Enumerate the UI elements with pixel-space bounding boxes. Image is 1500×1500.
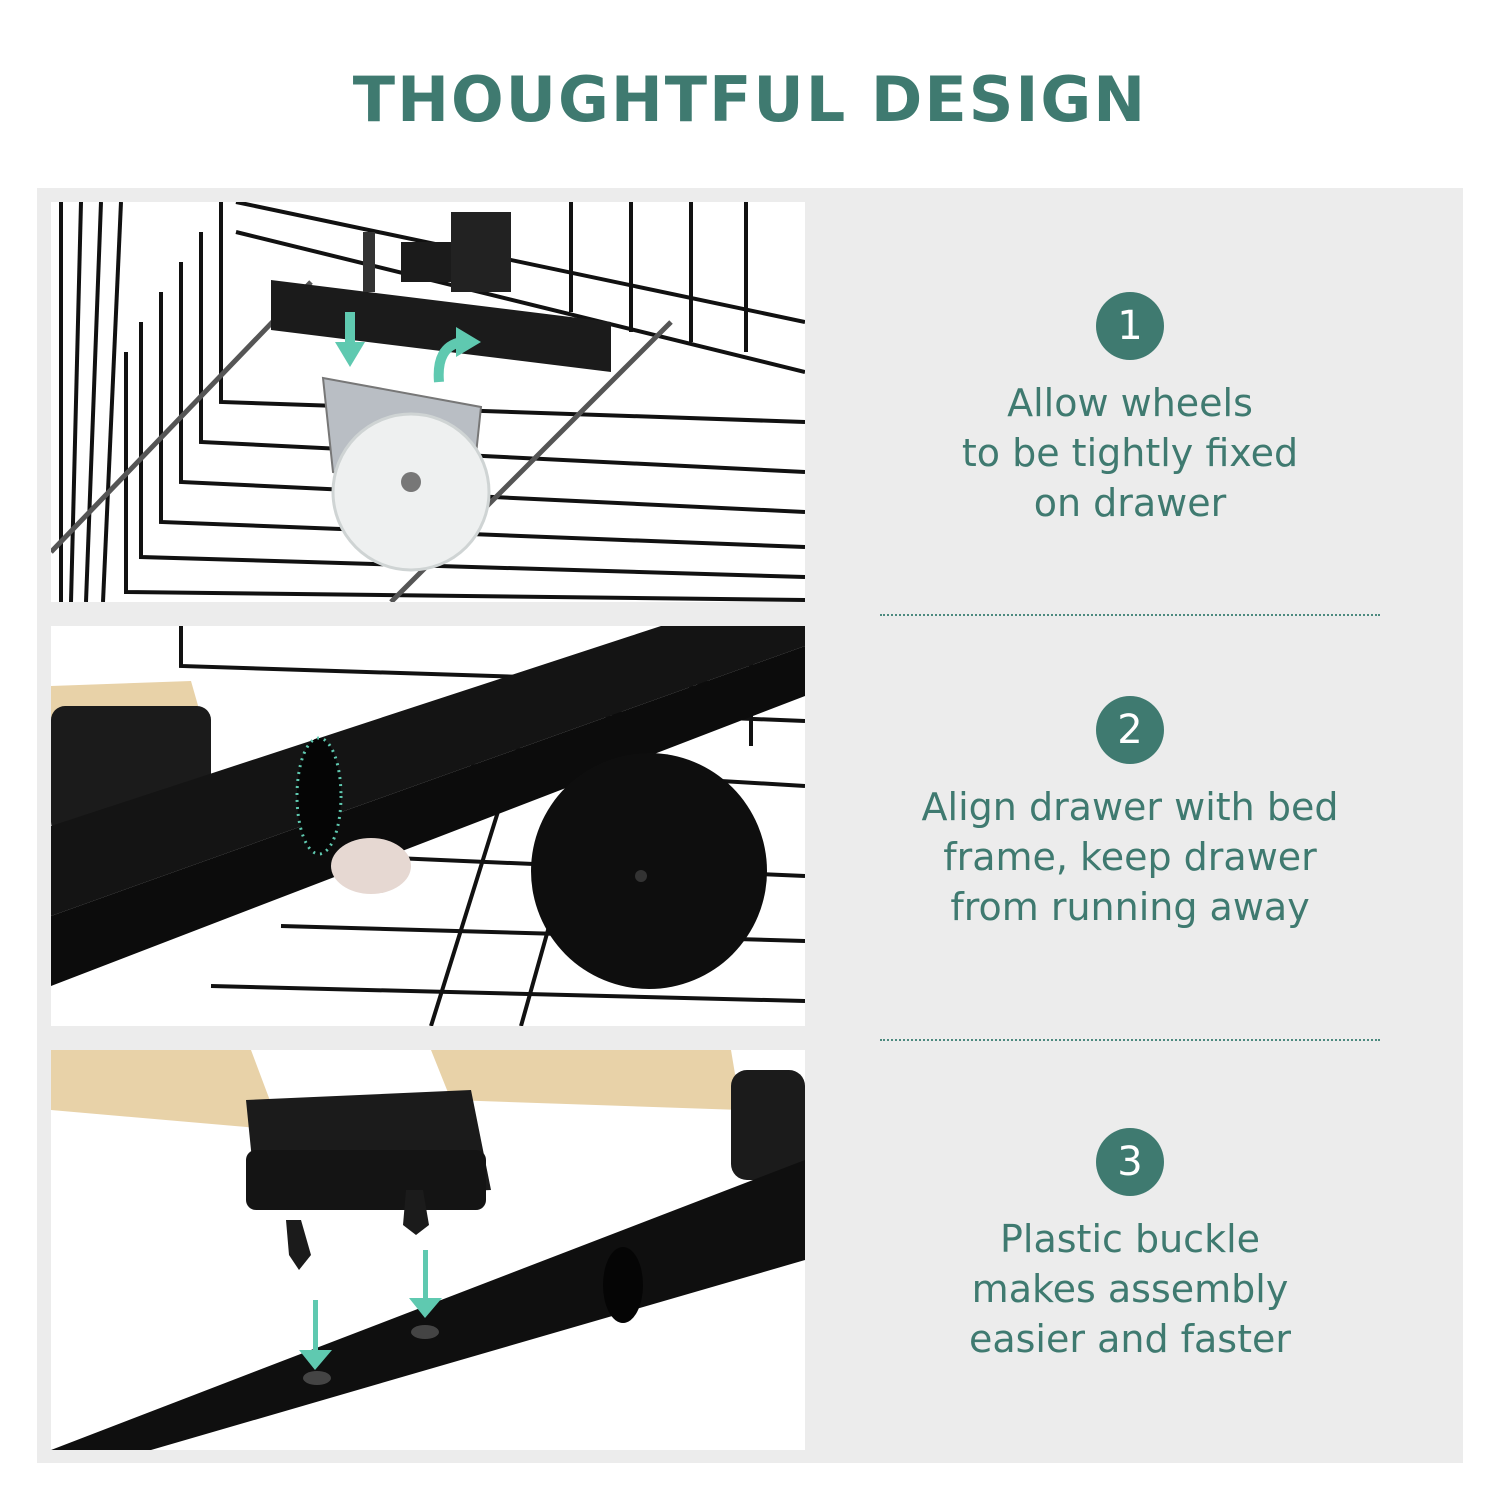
- alignment-hole: [295, 736, 343, 856]
- arrow-down-icon: [335, 312, 365, 367]
- feature-text-2: Align drawer with bed frame, keep drawer…: [921, 785, 1339, 929]
- feature-2: 2 Align drawer with bed frame, keep draw…: [880, 696, 1380, 932]
- zoom-circle: [531, 753, 767, 989]
- dotted-divider: [880, 614, 1380, 616]
- alignment-photo: [51, 626, 805, 1026]
- slat-cap-right: [731, 1070, 805, 1180]
- step-badge-1: 1: [1096, 292, 1164, 360]
- feature-text-3: Plastic buckle makes assembly easier and…: [968, 1217, 1292, 1361]
- buckle-illustration: [51, 1050, 805, 1450]
- buckle-pegs: [286, 1190, 429, 1270]
- rail-bracket: [271, 280, 611, 372]
- feature-1: 1 Allow wheels to be tightly fixed on dr…: [880, 292, 1380, 528]
- step-badge-3: 3: [1096, 1128, 1164, 1196]
- buckle-photo: [51, 1050, 805, 1450]
- bed-rail: [51, 626, 805, 916]
- rail-hole: [303, 1371, 331, 1385]
- wood-slat-right: [431, 1050, 741, 1110]
- alignment-illustration: [51, 626, 805, 1026]
- wire-basket: [59, 202, 805, 602]
- wood-slat-left: [51, 1050, 281, 1130]
- feature-3: 3 Plastic buckle makes assembly easier a…: [880, 1128, 1380, 1364]
- arrow-down-icon: [299, 1250, 442, 1370]
- wheel-photo: [51, 202, 805, 602]
- step-badge-2: 2: [1096, 696, 1164, 764]
- page-title: THOUGHTFUL DESIGN: [352, 63, 1148, 136]
- wheel-illustration: [51, 202, 805, 602]
- feature-text-1: Allow wheels to be tightly fixed on draw…: [961, 381, 1299, 525]
- dotted-divider: [880, 1039, 1380, 1041]
